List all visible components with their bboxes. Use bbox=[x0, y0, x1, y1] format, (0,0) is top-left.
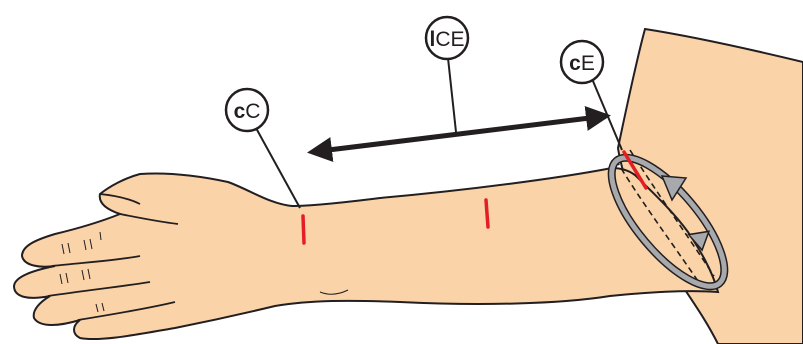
marker-wrist bbox=[303, 216, 304, 243]
ice-main: CE bbox=[435, 28, 464, 51]
callout-cc: cC bbox=[226, 89, 268, 131]
svg-text:lCE: lCE bbox=[429, 28, 464, 51]
callout-ice: lCE bbox=[426, 17, 468, 59]
svg-text:cE: cE bbox=[569, 52, 595, 75]
ce-prefix: c bbox=[569, 52, 581, 75]
marker-mid-forearm bbox=[486, 200, 488, 227]
cc-prefix: c bbox=[234, 100, 246, 123]
svg-text:cC: cC bbox=[234, 100, 261, 123]
callout-ce: cE bbox=[561, 41, 603, 83]
length-double-arrow bbox=[312, 116, 606, 152]
ce-main: E bbox=[581, 52, 595, 75]
cc-main: C bbox=[245, 100, 260, 123]
